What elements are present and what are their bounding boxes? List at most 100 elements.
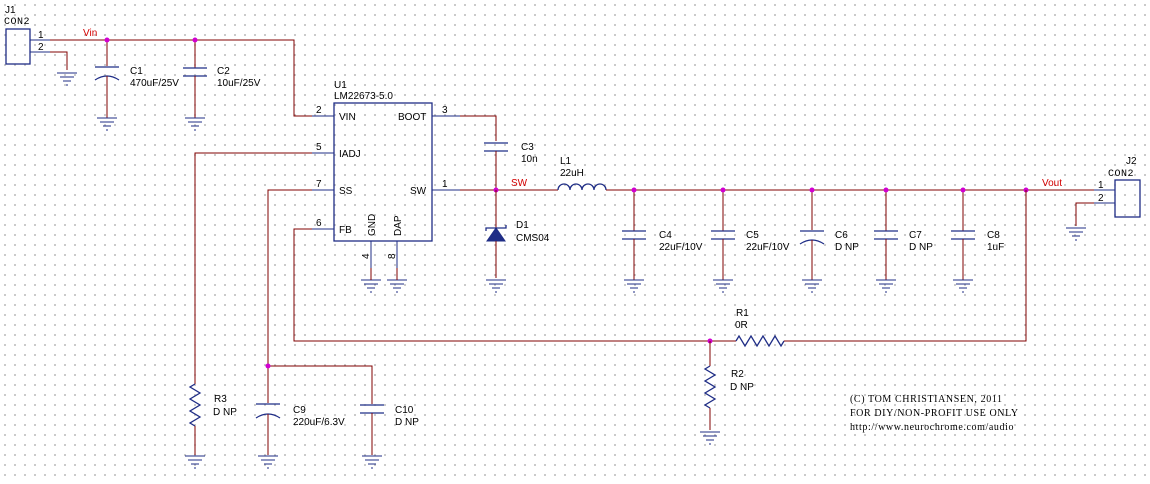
capacitor-c1[interactable]: C1 470uF/25V [94,40,179,131]
c8-ref: C8 [987,230,1000,241]
ground-symbol-j1 [56,72,78,86]
c10-value: D NP [395,417,419,428]
c7-value: D NP [909,242,933,253]
ground-symbol-c4 [623,279,645,293]
j2-value: CON2 [1108,169,1134,180]
u1-body [333,102,433,242]
u1-pin-1-number: 1 [442,179,448,190]
u1-pin-7-number: 7 [316,179,322,190]
net-label-vout: Vout [1042,178,1062,189]
resistor-r2[interactable]: R2 D NP [703,341,754,430]
connector-j1[interactable]: J1 CON2 1 2 [4,5,50,65]
c5-ref: C5 [746,230,759,241]
r2-ref: R2 [731,369,744,380]
u1-pin-5-number: 5 [316,142,322,153]
r1-ref: R1 [736,308,749,319]
u1-part: LM22673-5.0 [334,91,393,102]
ground-symbol-c1 [96,117,118,131]
capacitor-c6[interactable]: C6 D NP [799,190,859,280]
c3-value: 10n [521,154,538,165]
junction-c1-vin [104,37,110,43]
u1-pin-8-number: 8 [387,253,398,259]
u1-pin-ss-name: SS [339,186,353,197]
j1-ground-wire [50,51,68,70]
junction-c7 [883,187,889,193]
capacitor-c5[interactable]: C5 22uF/10V [711,190,790,280]
c2-ref: C2 [217,66,230,77]
c3-ref: C3 [521,142,534,153]
junction-c6 [809,187,815,193]
ground-symbol-r3 [184,455,206,469]
net-label-vin: Vin [83,28,97,39]
r3-ref: R3 [214,394,227,405]
u1-pin-4-number: 4 [361,253,372,259]
c4-ref: C4 [659,230,672,241]
ic-u1[interactable]: U1 LM22673-5.0 2 5 7 6 VIN IADJ SS FB 3 … [312,80,460,268]
ss-c10-wire [268,365,373,404]
ground-symbol-c10 [361,455,383,469]
c6-value: D NP [835,242,859,253]
j1-ref: J1 [5,5,16,16]
c9-ref: C9 [293,405,306,416]
vin-net-wire [50,39,312,117]
j1-pin1: 1 [38,30,44,41]
junction-c2-vin [192,37,198,43]
c6-ref: C6 [835,230,848,241]
resistor-r3[interactable]: R3 D NP [188,383,237,455]
ground-symbol-u1-gnd [360,279,382,293]
ground-symbol-r2 [699,431,721,445]
capacitor-c10[interactable]: C10 D NP [360,404,419,455]
ground-symbol-c6 [801,279,823,293]
c9-value: 220uF/6.3V [293,417,345,428]
u1-pin-gnd-name: GND [367,214,378,236]
ss-wire [267,189,312,403]
u1-pin-6-number: 6 [316,218,322,229]
j2-ref: J2 [1126,156,1137,167]
j1-body [5,28,31,65]
credit-line-2: FOR DIY/NON-PROFIT USE ONLY [850,408,1019,419]
junction-c5 [720,187,726,193]
ground-symbol-d1 [485,279,507,293]
l1-ref: L1 [560,156,572,167]
ground-symbol-u1-dap [386,279,408,293]
diode-d1[interactable]: D1 CMS04 [485,190,550,278]
r3-value: D NP [213,407,237,418]
d1-ref: D1 [516,220,529,231]
ground-symbol-c7 [875,279,897,293]
capacitor-c9[interactable]: C9 220uF/6.3V [255,403,345,455]
vout-feedback-wire [784,190,1027,342]
l1-value: 22uH [560,168,584,179]
j2-body [1114,179,1141,218]
ground-symbol-c2 [184,117,206,131]
j1-value: CON2 [4,17,30,28]
junction-c8 [960,187,966,193]
ground-symbol-c5 [712,279,734,293]
u1-ref: U1 [334,80,347,91]
u1-pin-iadj-name: IADJ [339,149,361,160]
resistor-r1[interactable]: R1 0R [735,308,785,348]
boot-wire [460,115,497,141]
j1-pin2: 2 [38,42,44,53]
capacitor-c3[interactable]: C3 10n [484,142,538,165]
d1-value: CMS04 [516,233,550,244]
c4-value: 22uF/10V [659,242,703,253]
c10-ref: C10 [395,405,414,416]
c5-value: 22uF/10V [746,242,790,253]
capacitor-c8[interactable]: C8 1uF [951,190,1004,280]
j2-pin2: 2 [1098,193,1104,204]
c1-value: 470uF/25V [130,78,179,89]
junction-ss [265,363,271,369]
ground-symbol-c8 [952,279,974,293]
capacitor-c7[interactable]: C7 D NP [874,190,933,280]
capacitor-c4[interactable]: C4 22uF/10V [622,190,703,280]
credit-line-1: (C) TOM CHRISTIANSEN, 2011 [850,394,1003,405]
c7-ref: C7 [909,230,922,241]
capacitor-c2[interactable]: C2 10uF/25V [183,40,261,131]
fb-wire [293,228,736,342]
c2-value: 10uF/25V [217,78,261,89]
j2-ground-wire [1075,202,1094,226]
iadj-wire [194,152,312,384]
inductor-l1[interactable]: L1 22uH [557,156,607,191]
connector-j2[interactable]: J2 CON2 1 2 [1094,156,1141,218]
